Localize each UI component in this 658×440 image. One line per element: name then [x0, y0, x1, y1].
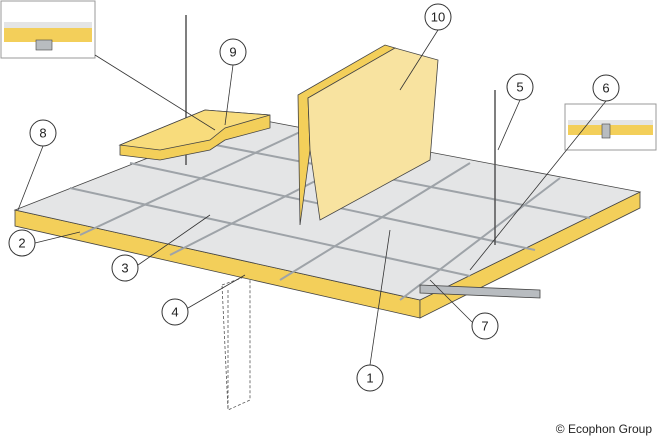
- main-runner: [419, 284, 541, 299]
- svg-text:3: 3: [121, 261, 128, 276]
- svg-text:10: 10: [431, 10, 445, 25]
- absorber-block: [118, 109, 271, 161]
- svg-text:1: 1: [366, 371, 373, 386]
- callout-5: 5: [506, 73, 534, 101]
- copyright-notice: © Ecophon Group: [555, 422, 652, 436]
- callout-3: 3: [111, 254, 139, 282]
- svg-text:7: 7: [481, 319, 488, 334]
- svg-text:4: 4: [171, 305, 178, 320]
- detail-inset-top-left: [0, 0, 96, 59]
- callout-8: 8: [29, 119, 57, 147]
- svg-text:5: 5: [516, 80, 523, 95]
- detail-inset-right: [564, 103, 657, 151]
- callout-1: 1: [356, 364, 384, 392]
- callout-2: 2: [8, 229, 36, 257]
- callout-6: 6: [592, 74, 620, 102]
- callout-4: 4: [161, 298, 189, 326]
- vertical-baffle: [297, 44, 439, 226]
- leader-lines: [17, 29, 607, 366]
- callout-9: 9: [219, 38, 247, 66]
- callout-10: 10: [424, 3, 452, 31]
- dashed-column: [221, 274, 251, 411]
- svg-text:9: 9: [229, 45, 236, 60]
- svg-text:6: 6: [602, 81, 609, 96]
- callout-7: 7: [471, 312, 499, 340]
- svg-text:2: 2: [18, 236, 25, 251]
- svg-text:8: 8: [39, 126, 46, 141]
